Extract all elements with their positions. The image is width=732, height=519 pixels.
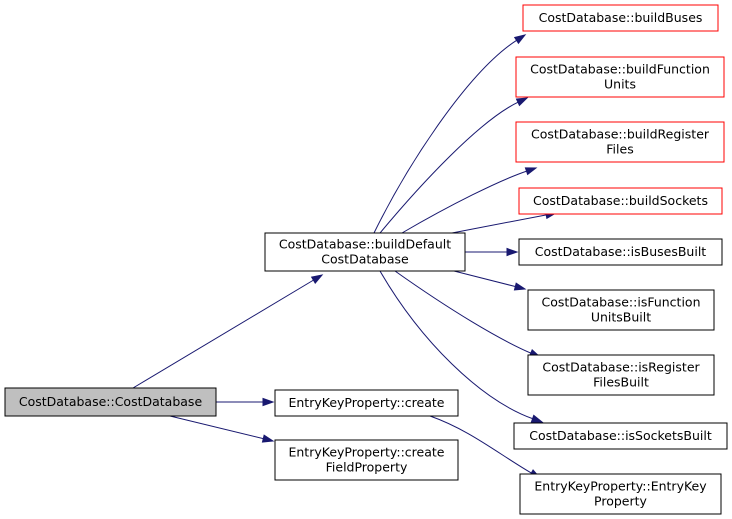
edge-line	[401, 170, 528, 234]
arrowhead	[530, 414, 544, 423]
edge-n1-to-n3	[379, 97, 529, 234]
node-box	[518, 187, 723, 215]
node-label: CostDatabase::buildRegister	[531, 127, 710, 142]
arrowhead	[310, 274, 324, 284]
node-box	[527, 289, 715, 331]
edge-n1-to-n4	[401, 167, 538, 234]
node-label: FilesBuilt	[593, 375, 649, 390]
node-box	[522, 4, 719, 32]
edge-n1-to-n7	[453, 270, 527, 291]
node-n0: CostDatabase::CostDatabase	[4, 387, 217, 417]
edge-n1-to-n2	[373, 34, 527, 234]
node-box	[264, 232, 466, 272]
node-layer: CostDatabase::CostDatabaseCostDatabase::…	[4, 4, 728, 515]
edge-n0-to-n10	[216, 397, 275, 407]
node-label: CostDatabase::isFunction	[541, 295, 700, 310]
node-box	[515, 121, 725, 163]
arrowhead	[262, 397, 275, 407]
node-label: CostDatabase::buildBuses	[539, 10, 703, 25]
arrowhead	[513, 34, 527, 45]
edge-line	[379, 101, 520, 234]
node-box	[519, 473, 722, 515]
edge-line	[453, 270, 517, 288]
node-label: CostDatabase::isBusesBuilt	[535, 244, 706, 259]
edge-n1-to-n9	[379, 270, 544, 423]
node-label: EntryKeyProperty::create	[288, 445, 444, 460]
node-label: Units	[604, 77, 636, 92]
node-box	[4, 387, 217, 417]
arrowhead	[515, 97, 529, 107]
edge-n1-to-n6	[465, 247, 519, 257]
node-box	[274, 439, 459, 481]
node-label: Files	[606, 142, 633, 157]
node-n2[interactable]: CostDatabase::buildBuses	[522, 4, 719, 32]
node-label: CostDatabase::isRegister	[542, 360, 700, 375]
edge-line	[132, 279, 315, 389]
node-label: EntryKeyProperty::create	[288, 395, 444, 410]
node-n9[interactable]: CostDatabase::isSocketsBuilt	[513, 422, 728, 450]
node-box	[274, 389, 459, 417]
edge-line	[373, 39, 518, 234]
edge-line	[429, 415, 533, 474]
node-n12[interactable]: EntryKeyProperty::EntryKeyProperty	[519, 473, 722, 515]
node-label: CostDatabase	[321, 252, 409, 267]
edge-line	[394, 270, 532, 354]
node-label: EntryKeyProperty::EntryKey	[534, 479, 707, 494]
node-label: UnitsBuilt	[591, 310, 651, 325]
node-label: CostDatabase::buildDefault	[279, 237, 451, 252]
node-label: CostDatabase::buildFunction	[530, 62, 710, 77]
arrowhead	[524, 167, 538, 176]
node-box	[515, 56, 725, 98]
node-label: CostDatabase::CostDatabase	[19, 394, 203, 409]
node-label: Property	[594, 494, 647, 509]
arrowhead	[513, 282, 527, 291]
node-n6[interactable]: CostDatabase::isBusesBuilt	[518, 238, 723, 266]
edge-n1-to-n5	[451, 210, 558, 234]
arrowhead	[506, 247, 519, 257]
edge-line	[169, 415, 265, 440]
node-box	[518, 238, 723, 266]
node-box	[527, 354, 715, 396]
edge-line	[451, 214, 548, 234]
edge-n0-to-n1	[132, 274, 324, 389]
node-box	[513, 422, 728, 450]
node-n10[interactable]: EntryKeyProperty::create	[274, 389, 459, 417]
edge-line	[379, 270, 534, 420]
node-label: CostDatabase::buildSockets	[533, 193, 708, 208]
edge-n0-to-n11	[169, 415, 275, 443]
node-label: FieldProperty	[326, 460, 408, 475]
arrowhead	[261, 434, 275, 443]
node-n5[interactable]: CostDatabase::buildSockets	[518, 187, 723, 215]
node-label: CostDatabase::isSocketsBuilt	[529, 428, 712, 443]
edge-n1-to-n8	[394, 270, 542, 358]
